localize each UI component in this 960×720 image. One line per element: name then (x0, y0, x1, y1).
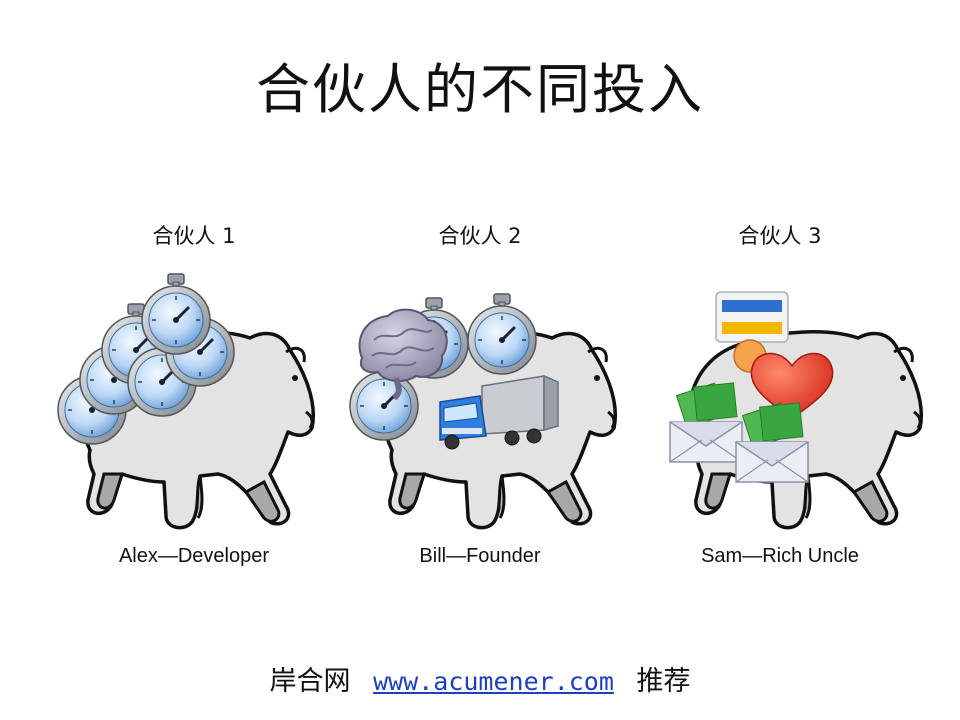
footer-suffix: 推荐 (636, 666, 691, 697)
footer: 岸合网 www.acumener.com 推荐 (0, 660, 960, 704)
partner-3-role: Sam—Rich Uncle (701, 545, 859, 567)
partner-3-card: 合伙人 3 Sam—Rich Uncle (630, 215, 930, 585)
partner-2-role: Bill—Founder (419, 545, 541, 567)
partner-1-role: Alex—Developer (118, 545, 270, 567)
money-envelope-icon (669, 382, 743, 463)
partner-1-illustration (56, 272, 316, 530)
partner-3-illustration (669, 291, 924, 530)
slide-title: 合伙人的不同投入 (256, 58, 704, 121)
stopwatch-icon (140, 272, 212, 356)
partner-2-label: 合伙人 2 (438, 224, 522, 248)
money-envelope-icon (735, 402, 809, 483)
partner-2-illustration (348, 292, 618, 530)
partner-1-label: 合伙人 1 (152, 224, 236, 248)
footer-prefix: 岸合网 (269, 666, 351, 697)
credit-card-icon (715, 291, 789, 343)
partner-2-card: 合伙人 2 Bill—Founder (330, 215, 630, 585)
partner-3-label: 合伙人 3 (738, 224, 822, 248)
footer-link[interactable]: www.acumener.com (373, 667, 614, 696)
partner-1-card: 合伙人 1 Alex—Developer (44, 215, 344, 585)
stopwatch-icon (466, 292, 538, 376)
